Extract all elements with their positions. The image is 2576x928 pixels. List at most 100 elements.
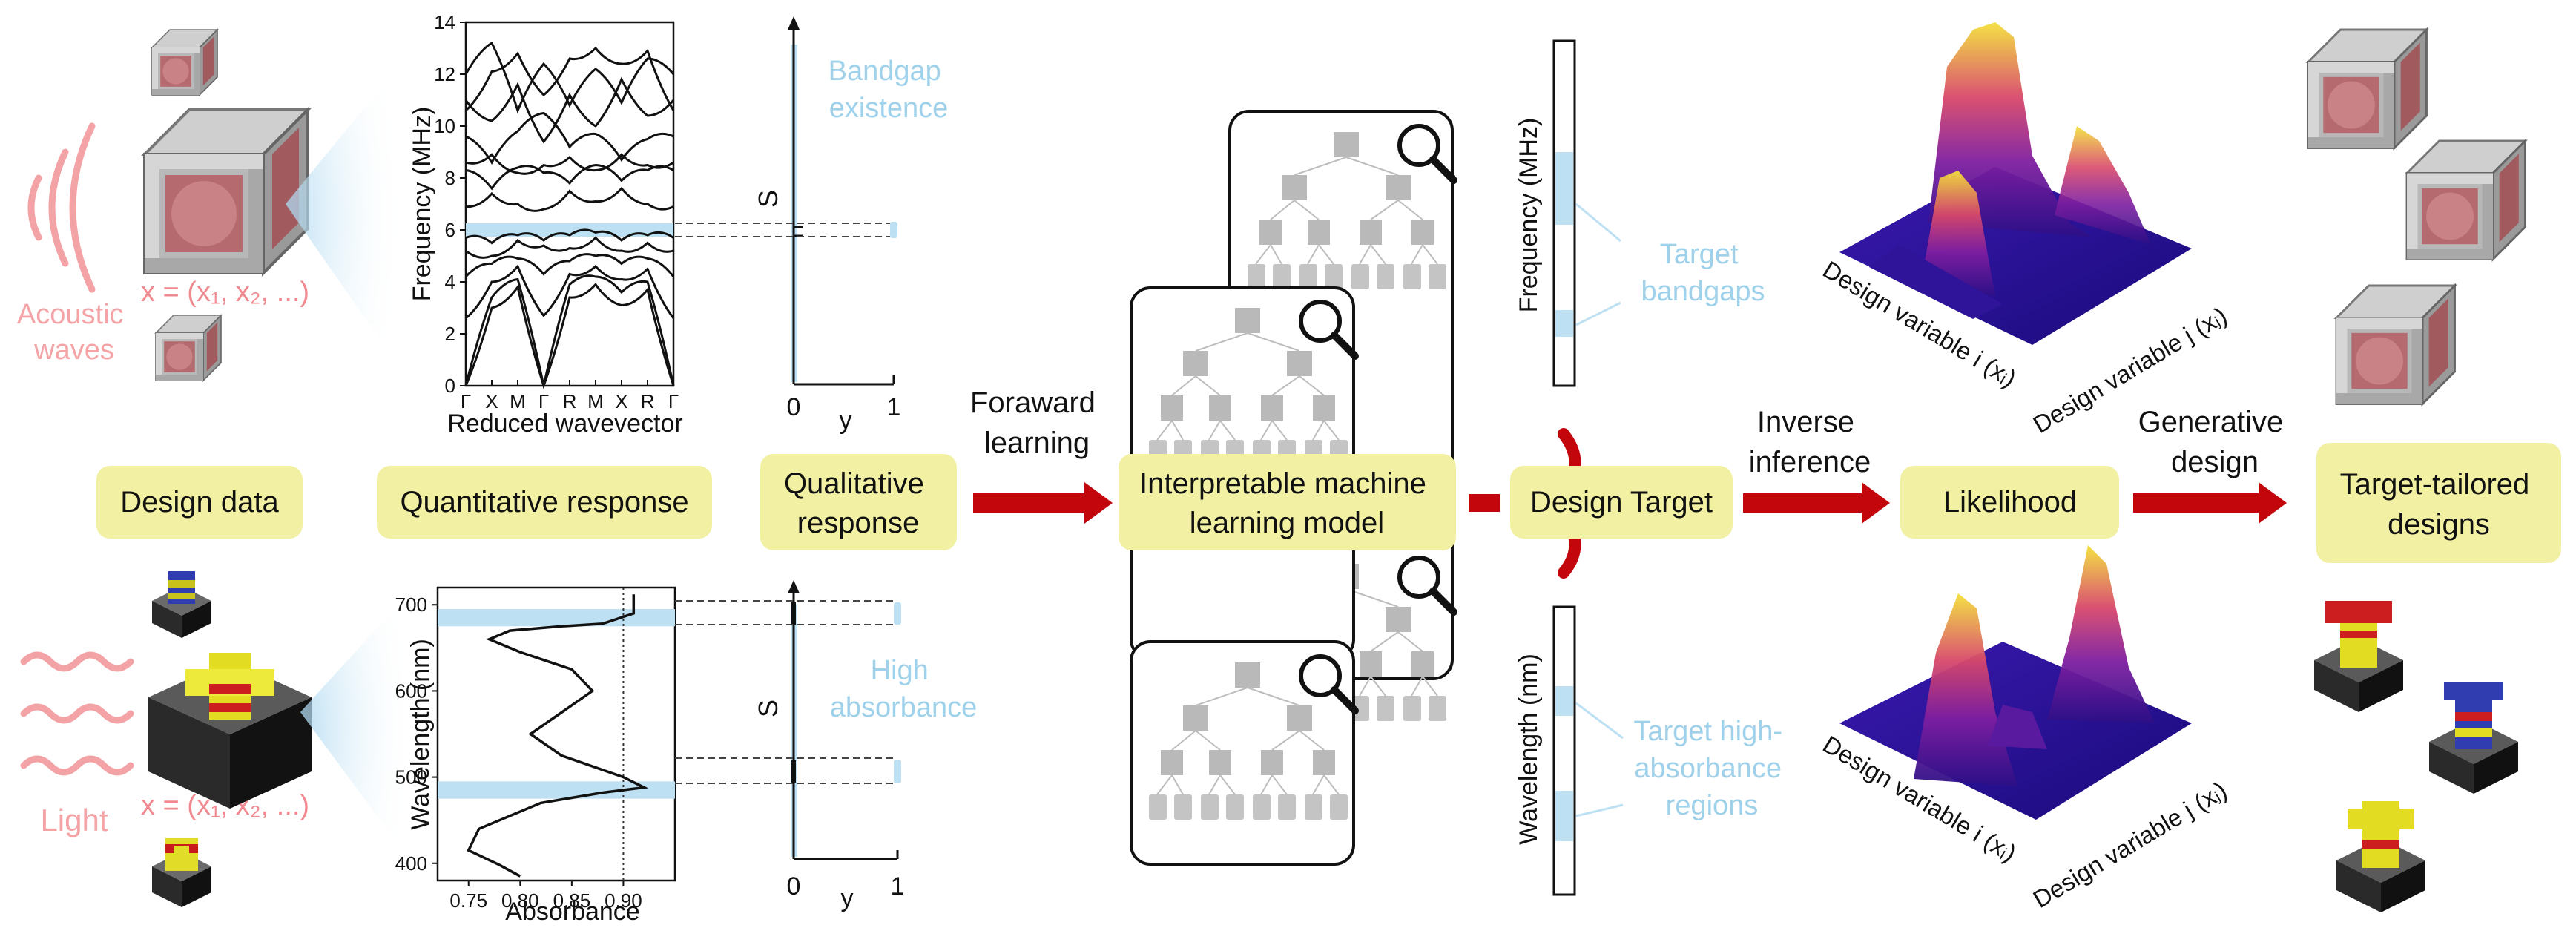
band-line-5	[465, 228, 674, 245]
pipeline-arrows	[973, 482, 2287, 524]
band-ytick-label-0: 0	[445, 375, 455, 397]
bandgap-annotation-line1: Bandgap	[829, 56, 941, 87]
abs-y-ticks: 400 500 600 700	[395, 593, 438, 875]
model-label: Interpretable machine learning model	[1139, 467, 1434, 539]
bandgap-xtick-1: 1	[887, 393, 901, 421]
acoustic-label-line2: waves	[33, 335, 114, 366]
band-ytick-label-3: 6	[445, 219, 455, 241]
likelihood-surface-bottom: Design variable i (xᵢ) Design variable j…	[1818, 545, 2232, 913]
band-ytick-label-2: 4	[445, 271, 455, 293]
abs-ytick-label-2: 600	[395, 679, 427, 702]
bandgap-annotation-line2: existence	[829, 93, 949, 124]
band-line-2	[465, 264, 675, 320]
likelihood-label: Likelihood	[1943, 486, 2077, 519]
model-label-line1: Interpretable machine	[1139, 467, 1426, 500]
absorbance-annotation: High absorbance	[830, 655, 978, 723]
likelihood-surface-top: Design variable i (xᵢ) Design variable j…	[1818, 22, 2232, 438]
band-line-10	[464, 76, 675, 144]
likelihood-box	[1900, 466, 2119, 539]
output-meta-atom-1	[2314, 601, 2403, 712]
bandgap-xtick-0: 0	[787, 393, 801, 421]
light-glow	[300, 586, 415, 868]
generative-arrow	[2133, 482, 2287, 524]
output-cube-3	[2335, 284, 2456, 405]
abs-ytick-label-1: 500	[395, 766, 427, 789]
band-xtick-label-6: X	[615, 390, 627, 412]
abs-xtick-label-2: 0.85	[553, 889, 591, 912]
quantitative-label: Quantitative response	[400, 486, 688, 519]
band-line-8	[465, 153, 674, 175]
output-cube-2	[2405, 139, 2526, 260]
band-xtick-label-7: R	[641, 390, 655, 412]
model-to-target-link	[1469, 494, 1500, 512]
band-line-12	[464, 46, 675, 112]
phononic-cube-large	[143, 108, 309, 274]
abs-curve	[467, 594, 649, 878]
band-xtick-label-8: Γ	[668, 390, 679, 412]
qualitative-label-line1: Qualitative	[784, 467, 924, 500]
phononic-cube-small-bottom	[155, 315, 222, 381]
meta-atom-small-top	[152, 571, 211, 638]
acoustic-glow	[286, 59, 404, 375]
acoustic-label-line1: Acoustic	[17, 299, 124, 330]
target-bandgaps-line1: Target	[1660, 239, 1739, 270]
target-bandgaps-line2: bandgaps	[1641, 276, 1765, 307]
abs-ylabel: Wavelength (nm)	[406, 639, 435, 830]
generative-label-line2: design	[2171, 446, 2259, 478]
band-xtick-label-0: Γ	[461, 390, 471, 412]
abs-ytick-label-3: 700	[395, 593, 427, 616]
high-absorbance-axes: S 0 1 y High absorbance	[753, 580, 977, 912]
designs-label: Target-tailored designs	[2340, 468, 2538, 541]
band-ytick-label-6: 12	[434, 63, 455, 85]
design-target-label: Design Target	[1530, 486, 1713, 519]
inverse-arrow-label: Inverse inference	[1749, 406, 1871, 478]
qualitative-label: Qualitative response	[784, 467, 932, 539]
band-gap-highlight	[466, 223, 673, 237]
forward-label-line2: learning	[984, 427, 1090, 459]
meta-atom-large	[148, 653, 312, 809]
stage-boxes	[96, 443, 2561, 563]
band-xtick-label-4: R	[563, 390, 577, 412]
band-ytick-label-1: 2	[445, 323, 455, 345]
band-line-7	[465, 163, 674, 191]
band-lines	[464, 41, 675, 389]
model-box	[1119, 454, 1456, 550]
absorbance-xtick-0: 0	[787, 872, 801, 901]
forward-label-line1: Foraward	[970, 386, 1096, 419]
dashed-connectors	[675, 223, 894, 784]
band-line-9	[465, 111, 674, 165]
wavelength-strip-ylabel: Wavelength (nm)	[1515, 654, 1543, 845]
output-meta-atom-2	[2429, 682, 2518, 794]
quantitative-box	[377, 466, 712, 539]
designs-label-line1: Target-tailored	[2340, 468, 2530, 501]
abs-xlabel: Absorbance	[505, 898, 639, 926]
absorbance-ylabel: S	[753, 700, 783, 717]
inverse-label-line1: Inverse	[1757, 406, 1854, 438]
band-line-11	[464, 41, 675, 114]
band-ytick-label-5: 10	[434, 115, 455, 137]
wavelength-target-strip: Wavelength (nm) Target high- absorbance …	[1515, 605, 1782, 896]
band-xtick-label-1: X	[485, 390, 498, 412]
abs-ytick-label-0: 400	[395, 852, 427, 875]
band-xlabel: Reduced wavevector	[447, 409, 683, 438]
band-line-3	[464, 253, 675, 278]
forward-arrow-label: Foraward learning	[970, 386, 1104, 459]
light-label: Light	[40, 803, 108, 837]
tree-card-front	[1130, 640, 1355, 866]
bandgap-ylabel: S	[753, 190, 783, 208]
absorbance-annotation-line2: absorbance	[830, 692, 978, 723]
target-absorbance-line3: regions	[1666, 790, 1759, 821]
phononic-cube-small-top	[151, 29, 218, 96]
target-absorbance-line1: Target high-	[1633, 716, 1782, 747]
bandgap-annotation: Bandgap existence	[829, 56, 949, 124]
band-xtick-label-2: M	[510, 390, 526, 412]
band-line-0	[464, 283, 675, 389]
target-bandgaps-annotation: Target bandgaps	[1641, 239, 1765, 307]
output-meta-atom-3	[2336, 801, 2425, 912]
absorbance-xlabel: y	[841, 884, 854, 912]
abs-band-0	[438, 609, 675, 627]
